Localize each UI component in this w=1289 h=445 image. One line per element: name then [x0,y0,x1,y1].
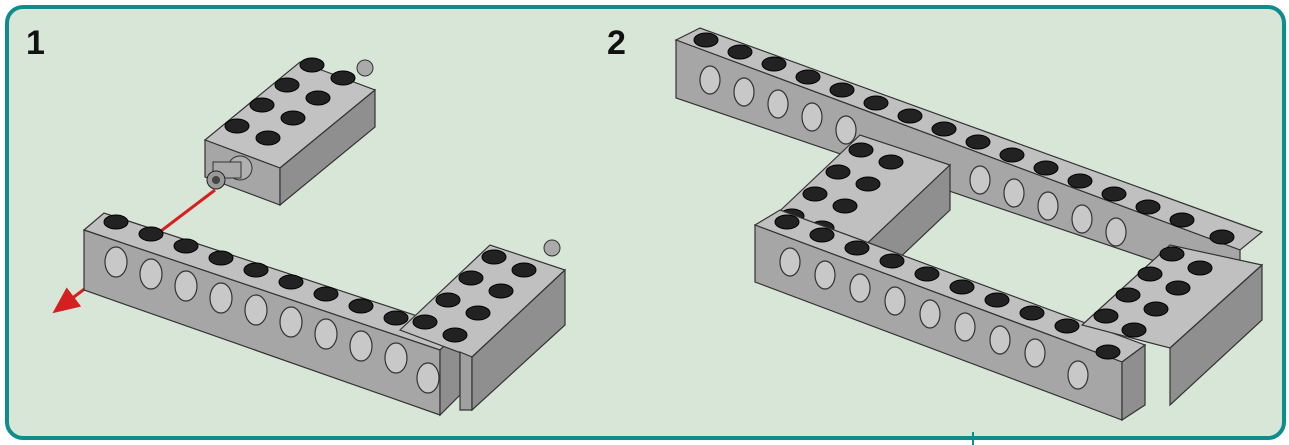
technic-beam-icon [84,213,460,415]
technic-brick-2x4-icon [205,58,375,205]
step-1-illustration [62,58,565,415]
step-2-illustration [676,28,1262,420]
technic-beam-icon [755,210,1145,420]
